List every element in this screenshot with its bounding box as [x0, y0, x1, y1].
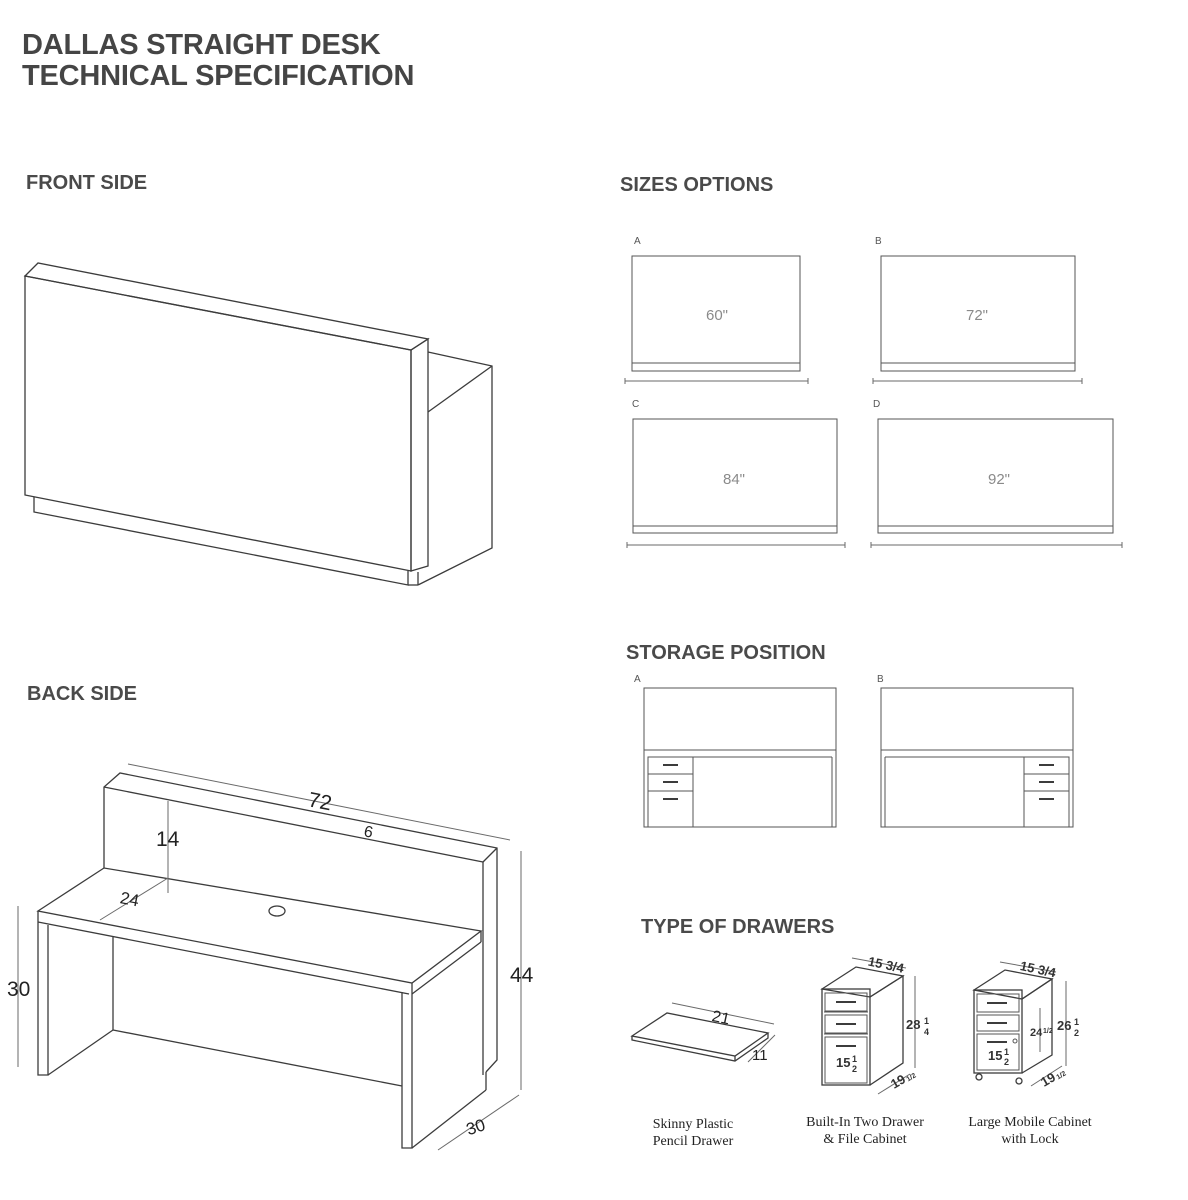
- dim-total-height: 44: [510, 964, 534, 987]
- title-line-2: TECHNICAL SPECIFICATION: [22, 60, 415, 92]
- type-of-drawers-heading: TYPE OF DRAWERS: [641, 916, 835, 938]
- mobile-cabinet-inner-frac: 1/2: [1043, 1028, 1053, 1035]
- mobile-cabinet-height-num: 1: [1074, 1017, 1079, 1027]
- storage-letter: A: [634, 674, 641, 685]
- storage-position-b: B: [877, 674, 1074, 828]
- dim-work-depth: 24: [118, 888, 140, 910]
- storage-position-a: A: [634, 674, 837, 828]
- mobile-cabinet-width-den: 2: [1004, 1057, 1009, 1067]
- mobile-cabinet-width: 15: [988, 1048, 1002, 1063]
- pencil-drawer-caption: Skinny Plastic Pencil Drawer: [633, 1116, 753, 1150]
- file-cabinet-width: 15: [836, 1055, 850, 1070]
- dim-total-depth: 30: [464, 1115, 488, 1139]
- dim-panel-height: 14: [156, 828, 180, 851]
- size-letter: A: [634, 236, 641, 247]
- back-side-heading: BACK SIDE: [27, 683, 138, 705]
- file-cabinet-height: 28: [906, 1017, 920, 1032]
- size-label: 72": [966, 307, 988, 324]
- caption-line: with Lock: [1001, 1132, 1059, 1147]
- pencil-drawer-width: 21: [710, 1008, 731, 1028]
- front-side-drawing: [23, 262, 493, 586]
- mobile-cabinet-height: 26: [1057, 1018, 1071, 1033]
- mobile-cabinet-top: 15 3/4: [1019, 958, 1058, 980]
- size-label: 60": [706, 307, 728, 324]
- size-letter: B: [875, 236, 882, 247]
- mobile-cabinet-caption: Large Mobile Cabinet with Lock: [955, 1114, 1105, 1148]
- mobile-cabinet-drawing: [972, 961, 1067, 1087]
- size-option-a: A 60": [624, 236, 809, 384]
- size-label: 84": [723, 471, 745, 488]
- file-cabinet-caption: Built-In Two Drawer & File Cabinet: [795, 1114, 935, 1148]
- file-cabinet-width-den: 2: [852, 1064, 857, 1074]
- size-letter: D: [873, 399, 880, 410]
- file-cabinet-height-num: 1: [924, 1016, 929, 1026]
- title-line-1: DALLAS STRAIGHT DESK: [22, 29, 381, 61]
- dim-work-height: 30: [7, 978, 30, 1001]
- caption-line: & File Cabinet: [823, 1132, 907, 1147]
- mobile-cabinet-height-den: 2: [1074, 1028, 1079, 1038]
- file-cabinet-depth: 19: [888, 1071, 908, 1091]
- mobile-cabinet-inner: 24: [1030, 1027, 1043, 1039]
- sizes-options-heading: SIZES OPTIONS: [620, 174, 774, 196]
- storage-letter: B: [877, 674, 884, 685]
- pencil-drawer-drawing: [630, 1002, 776, 1063]
- dim-length: 72: [306, 788, 333, 815]
- caption-line: Large Mobile Cabinet: [968, 1115, 1092, 1130]
- caption-line: Built-In Two Drawer: [806, 1115, 924, 1130]
- mobile-cabinet-width-num: 1: [1004, 1047, 1009, 1057]
- pencil-drawer-depth: 11: [752, 1047, 768, 1064]
- back-side-drawing: [17, 763, 522, 1151]
- front-side-heading: FRONT SIDE: [26, 172, 148, 194]
- file-cabinet-width-num: 1: [852, 1054, 857, 1064]
- file-cabinet-drawing: [820, 957, 916, 1095]
- dim-top-depth: 6: [362, 823, 374, 841]
- size-letter: C: [632, 399, 639, 410]
- file-cabinet-height-den: 4: [924, 1027, 929, 1037]
- storage-position-heading: STORAGE POSITION: [626, 642, 826, 664]
- size-option-d: D 92": [870, 399, 1123, 548]
- size-option-c: C 84": [626, 399, 846, 548]
- caption-line: Pencil Drawer: [652, 1134, 734, 1149]
- caption-line: Skinny Plastic: [652, 1117, 734, 1132]
- mobile-cabinet-depth: 19: [1038, 1069, 1058, 1089]
- mobile-cabinet-depth-frac: 1/2: [1056, 1070, 1068, 1081]
- file-cabinet-depth-frac: 1/2: [906, 1072, 918, 1083]
- size-option-b: B 72": [872, 236, 1083, 384]
- size-label: 92": [988, 471, 1010, 488]
- page-title: DALLAS STRAIGHT DESK TECHNICAL SPECIFICA…: [22, 30, 414, 92]
